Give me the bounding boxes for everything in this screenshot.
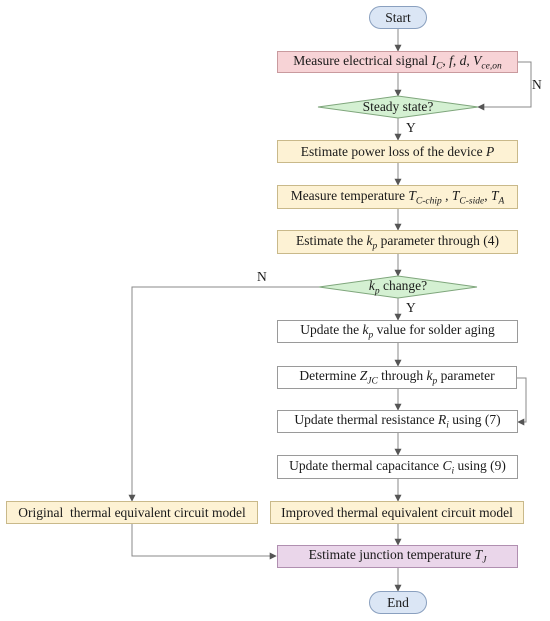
kp-no-label: N	[257, 269, 267, 284]
steady-yes-label: Y	[406, 120, 416, 135]
arrow-steady-no-loop	[477, 61, 532, 111]
update-ct-box: Update thermal capacitance Ci using (9)	[277, 455, 518, 479]
end-terminal: End	[369, 591, 427, 614]
estimate-power-text: Estimate power loss of the device P	[300, 143, 495, 159]
estimate-kp-box: Estimate the kp parameter through (4)	[277, 230, 518, 254]
measure-temp-box: Measure temperature TC-chip , TC-side, T…	[277, 185, 518, 209]
update-kp-box: Update the kp value for solder aging	[277, 320, 518, 343]
determine-zjc-box: Determine ZJC through kp parameter	[277, 366, 517, 389]
measure-signal-text: Measure electrical signal IC, f, d, Vce,…	[293, 52, 502, 72]
start-terminal: Start	[369, 6, 427, 29]
determine-zjc-text: Determine ZJC through kp parameter	[299, 368, 495, 387]
start-label: Start	[385, 9, 411, 25]
update-ct-text: Update thermal capacitance Ci using (9)	[289, 457, 506, 477]
estimate-tj-box: Estimate junction temperature TJ	[277, 545, 518, 568]
arrow-zjc-side	[517, 377, 527, 426]
decision-kp-change	[318, 275, 478, 299]
end-label: End	[387, 594, 409, 610]
improved-model-text: Improved thermal equivalent circuit mode…	[281, 504, 513, 520]
kp-change-label: kp change?	[368, 277, 428, 297]
measure-signal-box: Measure electrical signal IC, f, d, Vce,…	[277, 51, 518, 73]
update-kp-text: Update the kp value for solder aging	[300, 322, 495, 341]
improved-model-box: Improved thermal equivalent circuit mode…	[270, 501, 524, 524]
estimate-power-box: Estimate power loss of the device P	[277, 140, 518, 163]
original-model-text: Original thermal equivalent circuit mode…	[18, 504, 246, 520]
update-rt-text: Update thermal resistance Ri using (7)	[294, 412, 501, 431]
estimate-tj-text: Estimate junction temperature TJ	[308, 547, 487, 566]
arrow-original-to-tj	[131, 524, 277, 560]
original-model-box: Original thermal equivalent circuit mode…	[6, 501, 258, 524]
measure-temp-text: Measure temperature TC-chip , TC-side, T…	[290, 187, 505, 207]
steady-no-label: N	[532, 77, 542, 92]
estimate-kp-text: Estimate the kp parameter through (4)	[295, 232, 500, 252]
steady-state-label: Steady state?	[362, 99, 434, 114]
kp-yes-label: Y	[406, 300, 416, 315]
decision-steady-state	[317, 95, 479, 119]
update-rt-box: Update thermal resistance Ri using (7)	[277, 410, 518, 433]
arrow-kpchange-no	[128, 286, 319, 502]
